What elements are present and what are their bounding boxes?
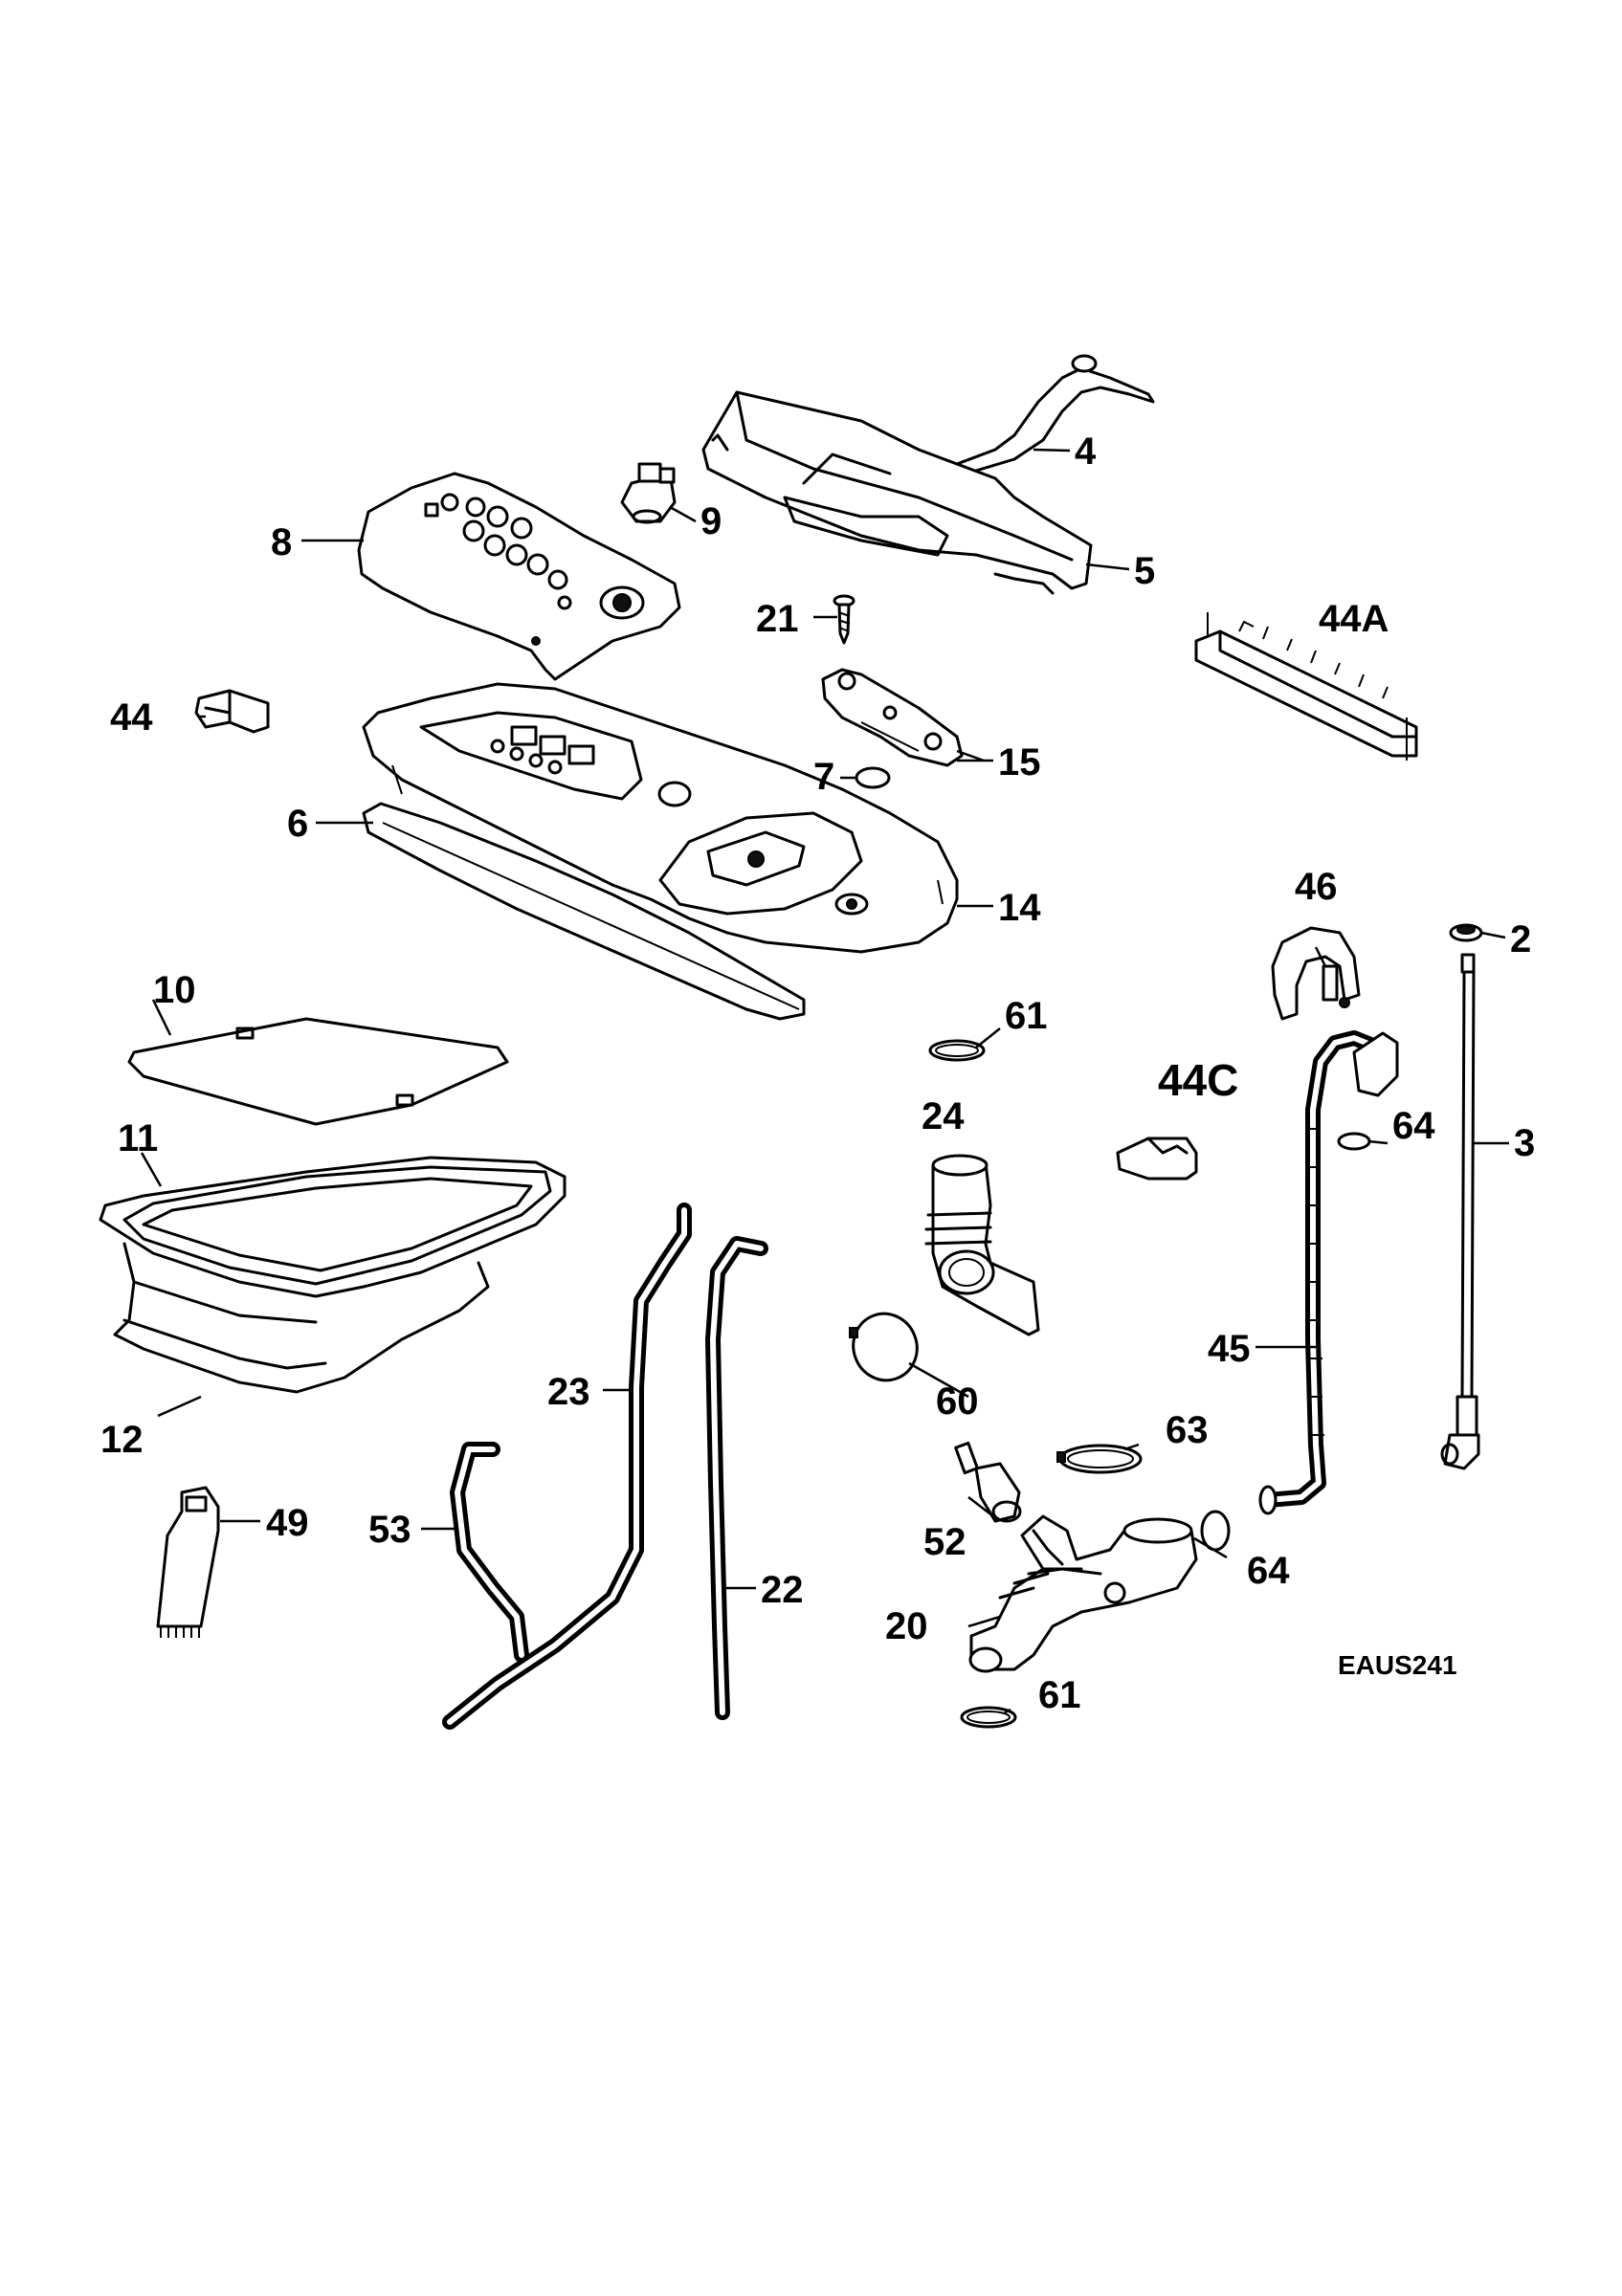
callout-45: 45 <box>1208 1328 1251 1370</box>
callout-60: 60 <box>936 1380 979 1423</box>
part-44-clip <box>194 689 270 734</box>
part-45-drain-hose <box>1258 1030 1399 1515</box>
part-5-dispenser-housing <box>701 390 1093 595</box>
callout-44a: 44A <box>1319 598 1389 640</box>
part-6-trim-strip <box>362 802 806 1021</box>
part-61-clamp-upper <box>928 1039 986 1062</box>
callout-9: 9 <box>700 500 722 542</box>
part-53-hose <box>450 1442 529 1663</box>
callout-5: 5 <box>1134 550 1155 592</box>
part-46-hose-guide <box>1271 926 1361 1021</box>
part-11-tub-ring <box>99 1156 567 1298</box>
callout-44c: 44C <box>1158 1055 1238 1105</box>
callout-labels: 4 5 9 8 21 44A 44 15 7 14 6 46 2 61 44C … <box>100 430 1535 1716</box>
part-4-bracket-arm <box>955 354 1155 475</box>
callout-12: 12 <box>100 1419 144 1461</box>
callout-3: 3 <box>1514 1122 1535 1164</box>
callout-15: 15 <box>998 741 1041 784</box>
callout-63: 63 <box>1166 1409 1209 1451</box>
part-14-top-cover <box>362 682 959 954</box>
callout-44: 44 <box>110 696 153 739</box>
callout-64-lower: 64 <box>1247 1550 1290 1592</box>
callout-61-lower: 61 <box>1038 1674 1081 1716</box>
callout-20: 20 <box>885 1605 928 1647</box>
callout-14: 14 <box>998 887 1041 929</box>
callout-8: 8 <box>271 521 292 563</box>
part-7-o-ring <box>855 766 891 789</box>
callout-4: 4 <box>1075 430 1097 473</box>
part-22-hose <box>705 1236 768 1720</box>
callout-10: 10 <box>153 969 196 1011</box>
part-64-ring-upper <box>1337 1132 1371 1151</box>
part-10-lid <box>127 1017 509 1126</box>
part-3-inlet-hose <box>1440 953 1480 1470</box>
callout-53: 53 <box>368 1509 411 1551</box>
part-12-tub-seal <box>113 1242 490 1394</box>
diagram-reference-code: EAUS241 <box>1338 1650 1457 1680</box>
callout-46: 46 <box>1295 866 1338 908</box>
part-8-control-panel <box>357 472 681 681</box>
callout-22: 22 <box>761 1569 804 1611</box>
part-49-sensor-module <box>156 1486 220 1638</box>
part-24-bellows-tube <box>924 1154 1040 1336</box>
callout-24: 24 <box>922 1095 965 1137</box>
callout-61-upper: 61 <box>1005 995 1048 1037</box>
callout-21: 21 <box>756 598 799 640</box>
part-15-valve-bracket <box>821 668 964 767</box>
callout-64-upper: 64 <box>1392 1105 1435 1147</box>
part-20-drain-pipe <box>968 1514 1198 1673</box>
part-52-nozzle <box>954 1441 1022 1523</box>
part-44a-wiring-bracket <box>1194 612 1418 761</box>
part-63-clamp <box>1056 1444 1143 1474</box>
callout-11: 11 <box>118 1117 158 1159</box>
callout-6: 6 <box>287 803 308 845</box>
part-23-hose <box>442 1203 692 1730</box>
callout-7: 7 <box>813 756 834 798</box>
part-44c-clip <box>1116 1137 1198 1181</box>
callout-49: 49 <box>266 1502 309 1544</box>
leader-lines <box>140 448 1509 1714</box>
callout-52: 52 <box>923 1521 967 1563</box>
part-60-ring <box>849 1312 919 1382</box>
part-9-selector-knob <box>620 462 677 524</box>
part-2-cap <box>1449 923 1483 942</box>
callout-2: 2 <box>1510 918 1531 960</box>
part-61-clamp-lower <box>960 1706 1017 1729</box>
callout-23: 23 <box>547 1371 590 1413</box>
part-21-screw <box>833 594 855 645</box>
